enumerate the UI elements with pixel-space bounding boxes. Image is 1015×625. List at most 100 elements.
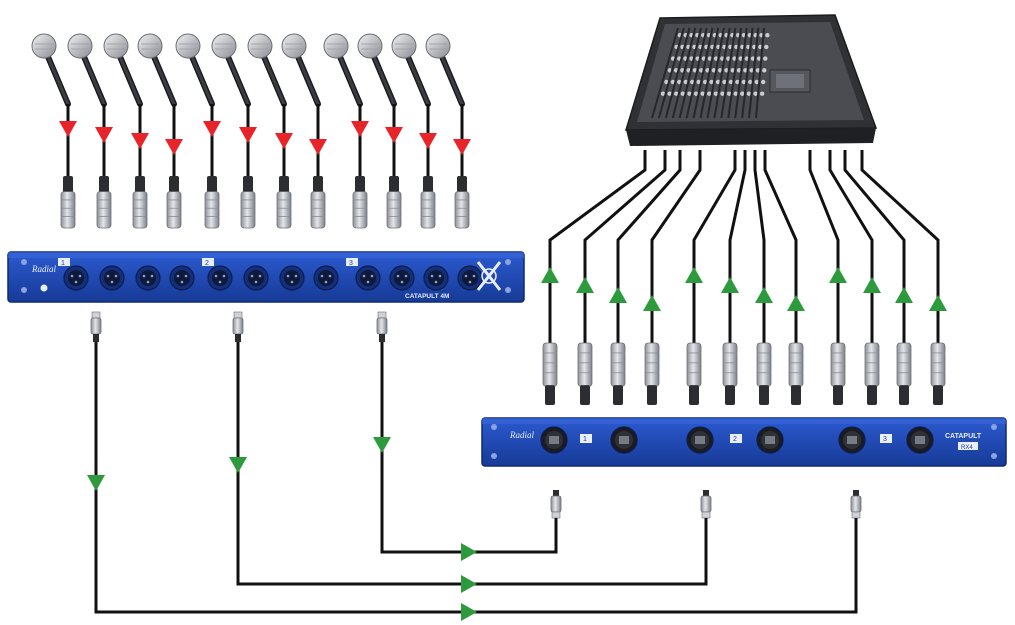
arrow-icon xyxy=(87,475,105,491)
microphone-icon xyxy=(175,33,215,107)
arrow-icon xyxy=(863,277,881,293)
microphone-icon xyxy=(31,33,71,107)
knob-icon xyxy=(693,91,699,96)
xlr-jack-icon xyxy=(207,265,233,291)
knob-icon xyxy=(722,79,727,85)
xlr-connector-icon xyxy=(310,176,326,229)
arrow-icon xyxy=(929,295,947,311)
xlr-connector-icon xyxy=(132,176,148,229)
knob-icon xyxy=(761,79,766,85)
rj45-connector-icon xyxy=(232,311,244,342)
arrow-icon xyxy=(203,121,221,137)
microphone-icon xyxy=(391,33,431,107)
xlr-jack-icon xyxy=(169,265,195,291)
arrow-icon xyxy=(165,139,183,155)
rj45-connector-icon xyxy=(550,490,562,519)
snake-send-port-1: 1 xyxy=(61,260,65,267)
xlr-jack-icon xyxy=(355,265,381,291)
knob-icon xyxy=(746,91,752,96)
arrow-icon xyxy=(351,121,369,137)
knob-icon xyxy=(720,91,725,96)
arrow-icon xyxy=(721,277,739,293)
knob-icon xyxy=(664,79,669,85)
arrow-icon xyxy=(461,575,477,593)
microphone-array xyxy=(31,33,471,229)
knob-icon xyxy=(730,68,735,73)
microphone-icon xyxy=(357,33,397,107)
knob-icon xyxy=(754,79,759,85)
xlr-connector-icon xyxy=(830,342,846,405)
microphone-icon xyxy=(211,33,251,107)
rj45-connector-icon xyxy=(376,311,388,342)
xlr-connector-icon xyxy=(930,342,946,405)
snake-receive-brand: Radial xyxy=(509,430,534,440)
knob-icon xyxy=(753,91,758,96)
xlr-jack-icon xyxy=(389,265,415,291)
xlr-connector-icon xyxy=(204,176,220,229)
arrow-icon xyxy=(239,127,257,143)
knob-icon xyxy=(690,79,695,85)
ethercon-jack-icon xyxy=(540,426,568,454)
snake-receive-port-1: 1 xyxy=(583,436,587,443)
knob-icon xyxy=(660,91,666,96)
arrow-icon xyxy=(609,287,627,303)
knob-icon xyxy=(736,68,742,73)
knob-icon xyxy=(748,79,753,85)
xlr-connector-icon xyxy=(276,176,292,229)
ethercon-jack-icon xyxy=(756,426,784,454)
microphone-icon xyxy=(281,33,321,107)
snake-receive-port-labels: 1 2 3 xyxy=(580,434,892,443)
knob-icon xyxy=(755,68,761,73)
knob-icon xyxy=(677,79,682,85)
arrow-icon xyxy=(787,295,805,311)
knob-icon xyxy=(700,91,705,96)
arrow-icon xyxy=(829,267,847,283)
arrow-icon xyxy=(95,127,113,143)
xlr-connector-icon xyxy=(756,342,772,405)
snake-receive-badge: RX4 xyxy=(961,445,973,451)
microphone-icon xyxy=(67,33,107,107)
xlr-connector-icon xyxy=(610,342,626,405)
ethercon-jack-icon xyxy=(838,426,866,454)
snake-send-port-2: 2 xyxy=(205,260,209,267)
snake-receive-ethercon-jacks xyxy=(540,426,934,454)
arrow-icon xyxy=(453,139,471,155)
arrow-icon xyxy=(373,437,391,453)
rj45-connector-icon xyxy=(850,490,862,519)
knob-icon xyxy=(749,68,754,73)
xlr-connector-icon xyxy=(60,176,76,229)
xlr-connector-icon xyxy=(386,176,402,229)
arrow-icon xyxy=(229,457,247,473)
snake-receive-port-3: 3 xyxy=(883,436,887,443)
xlr-connector-icon xyxy=(788,342,804,405)
xlr-jack-icon xyxy=(135,265,161,291)
snake-receive-port-2: 2 xyxy=(733,436,737,443)
knob-icon xyxy=(724,68,729,73)
arrow-icon xyxy=(385,127,403,143)
microphone-icon xyxy=(247,33,287,107)
xlr-connector-icon xyxy=(896,342,912,405)
arrow-icon xyxy=(576,277,594,293)
ethercon-jack-icon xyxy=(686,426,714,454)
arrow-icon xyxy=(461,543,477,561)
xlr-connector-icon xyxy=(96,176,112,229)
xlr-connector-icon xyxy=(864,342,880,405)
xlr-connector-icon xyxy=(577,342,593,405)
ethercon-jack-icon xyxy=(906,426,934,454)
cat5-link-cables xyxy=(87,311,862,621)
knob-icon xyxy=(683,79,688,85)
ethercon-jack-icon xyxy=(610,426,638,454)
snake-send-model-label: CATAPULT 4M xyxy=(405,293,449,300)
xlr-jack-icon xyxy=(279,265,305,291)
microphone-icon xyxy=(323,33,363,107)
knob-icon xyxy=(764,44,769,50)
knob-icon xyxy=(674,91,679,96)
knob-icon xyxy=(740,91,745,96)
xlr-connector-icon xyxy=(454,176,470,229)
knob-icon xyxy=(728,79,734,85)
xlr-jack-icon xyxy=(99,265,125,291)
knob-icon xyxy=(667,91,672,96)
microphone-icon xyxy=(137,33,177,107)
rj45-connector-icon xyxy=(700,490,712,519)
